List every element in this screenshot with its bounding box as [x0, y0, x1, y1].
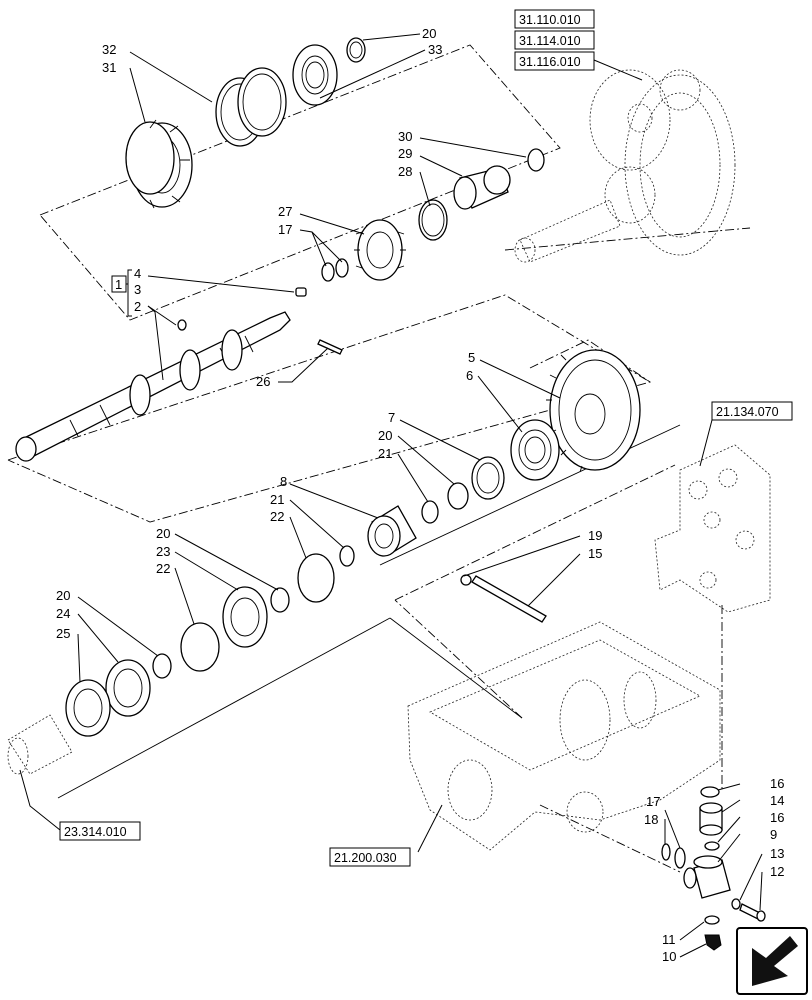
callout-31: 31: [102, 60, 116, 75]
callout-21: 21: [270, 492, 284, 507]
section-lines: [57, 424, 681, 799]
housing-reference: [407, 621, 721, 851]
washers-24-25: [65, 653, 172, 737]
assembly-outline-lines: [7, 44, 751, 873]
washer-7: [471, 456, 505, 500]
callout-29: 29: [398, 146, 412, 161]
callout-4: 4: [134, 266, 141, 281]
coupling-sleeve-31: [125, 119, 193, 209]
callout-23: 23: [156, 544, 170, 559]
callout-17: 17: [646, 794, 660, 809]
gear-cluster-reference: [514, 69, 736, 263]
sleeve-14: [699, 802, 723, 836]
spring-rings-32: [215, 67, 287, 147]
elbow-fitting-9: [683, 855, 731, 899]
callout-15: 15: [588, 546, 602, 561]
pin-26: [317, 339, 343, 355]
callout-20: 20: [378, 428, 392, 443]
collar-8: [367, 505, 417, 557]
callout-16: 16: [770, 776, 784, 791]
rings-17-18-lower: [661, 843, 686, 869]
main-shaft-2: [15, 311, 291, 462]
snap-ring-20-top: [346, 37, 366, 63]
callout-33: 33: [428, 42, 442, 57]
valve-block-reference: [654, 444, 771, 613]
callout-24: 24: [56, 606, 70, 621]
reference-boxes: 31.110.010 31.114.010 31.116.010 21.134.…: [59, 9, 793, 867]
callout-19: 19: [588, 528, 602, 543]
callout-11: 11: [662, 932, 676, 947]
group-number: 1: [115, 277, 122, 292]
ring-28: [418, 199, 448, 241]
callout-14: 14: [770, 793, 784, 808]
bearing-23: [222, 586, 290, 648]
callout-9: 9: [770, 827, 777, 842]
callout-16: 16: [770, 810, 784, 825]
callout-8: 8: [280, 474, 287, 489]
callout-32: 32: [102, 42, 116, 57]
callout-28: 28: [398, 164, 412, 179]
bearing-6: [510, 419, 560, 481]
reference-21-134-070[interactable]: 21.134.070: [716, 405, 779, 419]
pin-3-4: [177, 287, 307, 331]
callout-labels: 20 32 31 33 30 29 28 27 17 4 3 2 26 5 6 …: [56, 26, 784, 964]
snap-rings-21-22: [297, 545, 355, 603]
hub-29: [453, 165, 511, 210]
o-ring-16-top: [700, 786, 720, 798]
snap-rings-17-top: [321, 258, 349, 282]
callout-20: 20: [156, 526, 170, 541]
callout-21: 21: [378, 446, 392, 461]
callout-10: 10: [662, 949, 676, 964]
callout-13: 13: [770, 846, 784, 861]
reference-31-116-010[interactable]: 31.116.010: [519, 55, 581, 69]
group-bracket: 1: [111, 269, 132, 317]
callout-6: 6: [466, 368, 473, 383]
callout-2: 2: [134, 299, 141, 314]
o-ring-16-lower: [704, 841, 720, 851]
callout-7: 7: [388, 410, 395, 425]
bearing-33: [292, 44, 338, 106]
callout-3: 3: [134, 282, 141, 297]
callout-27: 27: [278, 204, 292, 219]
reference-31-110-010[interactable]: 31.110.010: [519, 13, 581, 27]
callout-12: 12: [770, 864, 784, 879]
next-page-arrow-icon[interactable]: [736, 927, 808, 995]
callout-20: 20: [56, 588, 70, 603]
reference-23-314-010[interactable]: 23.314.010: [64, 825, 127, 839]
callout-22: 22: [156, 561, 170, 576]
washer-11-nut-10: [704, 915, 722, 951]
callout-22: 22: [270, 509, 284, 524]
callout-5: 5: [468, 350, 475, 365]
gear-27: [354, 219, 406, 281]
callout-26: 26: [256, 374, 270, 389]
leader-lines: [19, 33, 763, 958]
washer-13-screw-12: [731, 898, 766, 922]
gear-5: [546, 349, 641, 473]
callout-30: 30: [398, 129, 412, 144]
shaft-stub-reference: [7, 714, 73, 775]
callout-25: 25: [56, 626, 70, 641]
reference-31-114-010[interactable]: 31.114.010: [519, 34, 581, 48]
callout-20: 20: [422, 26, 436, 41]
pin-15: [460, 574, 547, 623]
callout-17: 17: [278, 222, 292, 237]
snap-rings-20-21-mid: [421, 482, 469, 524]
ring-22-lower: [180, 622, 220, 672]
reference-21-200-030[interactable]: 21.200.030: [334, 851, 397, 865]
snap-ring-30: [527, 148, 545, 172]
callout-18: 18: [644, 812, 658, 827]
